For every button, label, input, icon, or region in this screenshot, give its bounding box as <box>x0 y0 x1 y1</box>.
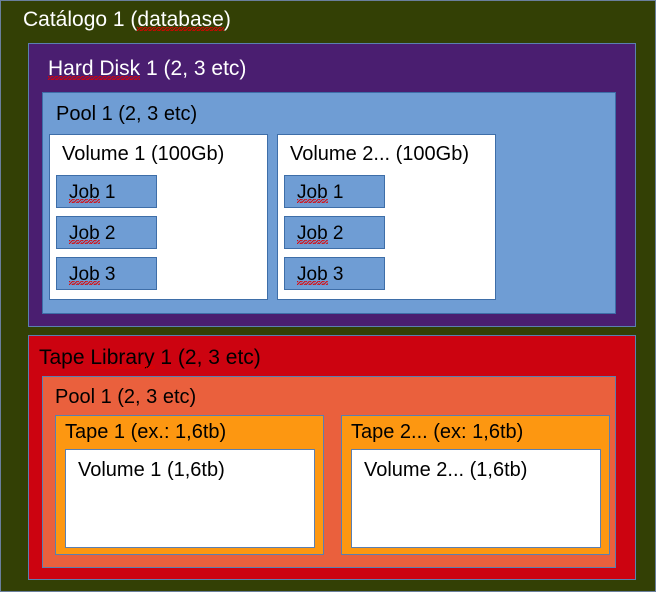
tape-pool-title: Pool 1 (2, 3 etc) <box>55 386 197 408</box>
job-label-suffix: 2 <box>327 223 344 244</box>
hard-disk-title-misspelled-word: Hard Disk <box>48 57 141 80</box>
tape-card: Tape 1 (ex.: 1,6tb) Volume 1 (1,6tb) <box>55 415 324 555</box>
catalog-title-prefix: Catálogo 1 ( <box>23 8 138 31</box>
catalog-title-suffix: ) <box>223 8 231 31</box>
job-box[interactable]: Job 2 <box>284 216 385 249</box>
job-label-suffix: 3 <box>327 264 344 285</box>
job-label-suffix: 1 <box>327 182 344 203</box>
job-label: Job 2 <box>69 223 116 244</box>
job-label-misspelled-word: Job <box>69 223 100 244</box>
job-label-misspelled-word: Job <box>297 264 328 285</box>
tape-volume-box: Volume 1 (1,6tb) <box>65 449 315 548</box>
job-label-suffix: 3 <box>99 264 116 285</box>
tape-volume-box: Volume 2... (1,6tb) <box>351 449 601 548</box>
tape-title: Tape 2... (ex: 1,6tb) <box>351 421 524 443</box>
tape-library-title: Tape Library 1 (2, 3 etc) <box>39 346 261 369</box>
job-label-misspelled-word: Job <box>69 264 100 285</box>
tape-card: Tape 2... (ex: 1,6tb) Volume 2... (1,6tb… <box>341 415 610 555</box>
tape-library-title-suffix: 1 (2, 3 etc) <box>154 346 261 369</box>
hard-disk-pool-container: Pool 1 (2, 3 etc) Volume 1 (100Gb) Job 1… <box>42 92 616 314</box>
job-box[interactable]: Job 3 <box>56 257 157 290</box>
hard-disk-title-suffix: 1 (2, 3 etc) <box>140 57 247 80</box>
job-label-misspelled-word: Job <box>297 223 328 244</box>
tape-library-title-misspelled-word: Library <box>90 346 155 369</box>
volume-card: Volume 2... (100Gb) Job 1 Job 2 Job 3 <box>277 134 496 300</box>
volume-title: Volume 1 (100Gb) <box>62 143 225 165</box>
volume-title: Volume 2... (100Gb) <box>290 143 469 165</box>
job-label-suffix: 2 <box>99 223 116 244</box>
job-label-suffix: 1 <box>99 182 116 203</box>
job-label-misspelled-word: Job <box>297 182 328 203</box>
tape-library-container: Tape Library 1 (2, 3 etc) Pool 1 (2, 3 e… <box>28 335 636 580</box>
job-box[interactable]: Job 2 <box>56 216 157 249</box>
job-box[interactable]: Job 1 <box>56 175 157 208</box>
job-label: Job 3 <box>297 264 344 285</box>
volume-card: Volume 1 (100Gb) Job 1 Job 2 Job 3 <box>49 134 268 300</box>
tape-title: Tape 1 (ex.: 1,6tb) <box>65 421 227 443</box>
job-label: Job 3 <box>69 264 116 285</box>
tape-volume-label: Volume 1 (1,6tb) <box>78 459 225 481</box>
hard-disk-container: Hard Disk 1 (2, 3 etc) Pool 1 (2, 3 etc)… <box>28 43 636 327</box>
job-box[interactable]: Job 1 <box>284 175 385 208</box>
catalog-title-misspelled-word: database <box>137 8 225 31</box>
tape-library-title-prefix: Tape <box>39 346 91 369</box>
catalog-title: Catálogo 1 (database) <box>23 8 231 31</box>
job-box[interactable]: Job 3 <box>284 257 385 290</box>
job-label-misspelled-word: Job <box>69 182 100 203</box>
job-label: Job 2 <box>297 223 344 244</box>
job-label: Job 1 <box>69 182 116 203</box>
job-label: Job 1 <box>297 182 344 203</box>
tape-pool-container: Pool 1 (2, 3 etc) Tape 1 (ex.: 1,6tb) Vo… <box>42 376 616 568</box>
tape-volume-label: Volume 2... (1,6tb) <box>364 459 528 481</box>
hard-disk-pool-title: Pool 1 (2, 3 etc) <box>56 103 198 125</box>
hard-disk-title: Hard Disk 1 (2, 3 etc) <box>48 57 247 80</box>
